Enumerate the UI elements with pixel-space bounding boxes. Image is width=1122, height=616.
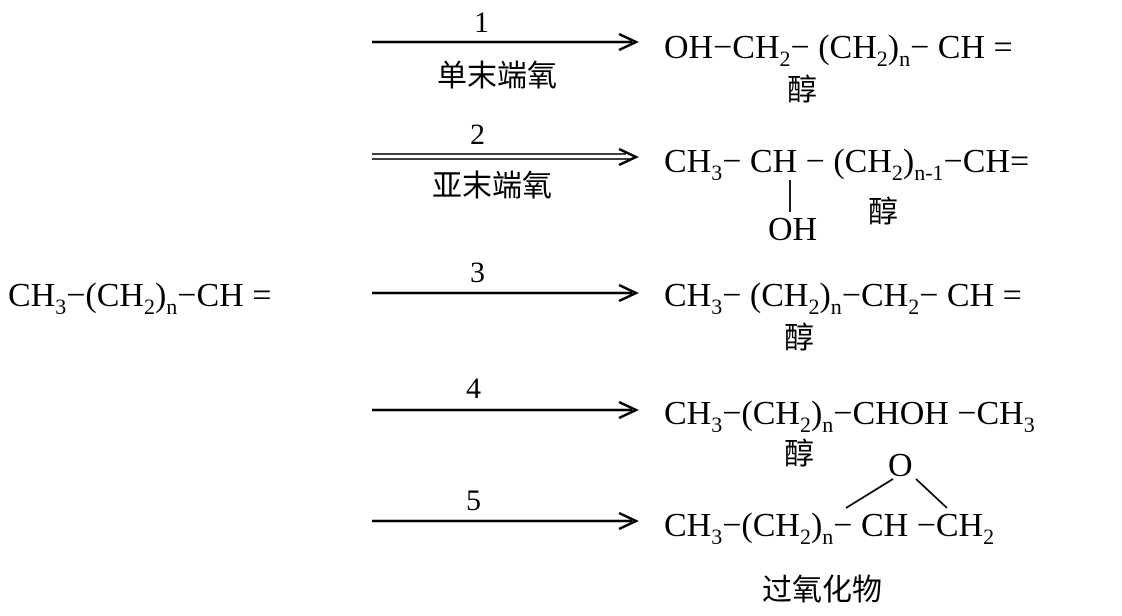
epoxide-oxygen: O bbox=[888, 447, 913, 484]
arrowhead-1 bbox=[618, 32, 639, 52]
epoxide-bond-right bbox=[915, 478, 948, 509]
product-formula-1: OH−CH2− (CH2)n− CH = bbox=[664, 29, 1013, 71]
product-class-1: 醇 bbox=[787, 73, 817, 108]
hydroxyl-group: OH bbox=[768, 211, 817, 248]
arrowhead-5 bbox=[618, 511, 639, 531]
product-formula-4: CH3−(CH2)n−CHOH −CH3 bbox=[664, 395, 1035, 437]
product-formula-3: CH3− (CH2)n−CH2− CH = bbox=[664, 277, 1022, 319]
product-formula-5: CH3−(CH2)n− CH −CH2 bbox=[664, 507, 994, 549]
reactant-formula: CH3−(CH2)n−CH = bbox=[8, 277, 271, 319]
product-class-5: 过氧化物 bbox=[762, 573, 882, 608]
pathway-1: 1 单末端氧 OH−CH2− (CH2)n− CH = 醇 bbox=[372, 6, 1013, 108]
step-number-2: 2 bbox=[470, 118, 485, 151]
pathway-5: 5 O CH3−(CH2)n− CH −CH2 过氧化物 bbox=[372, 447, 994, 608]
epoxide-bond-left bbox=[845, 478, 894, 509]
pathway-3: 3 CH3− (CH2)n−CH2− CH = 醇 bbox=[372, 256, 1022, 356]
product-class-2: 醇 bbox=[868, 195, 898, 230]
product-class-3: 醇 bbox=[784, 321, 814, 356]
arrowhead-4 bbox=[618, 400, 639, 420]
arrowhead-2 bbox=[618, 147, 639, 167]
step-label-2: 亚末端氧 bbox=[432, 169, 552, 204]
step-number-4: 4 bbox=[466, 372, 481, 405]
product-formula-2: CH3− CH − (CH2)n-1−CH= bbox=[664, 143, 1029, 185]
step-number-5: 5 bbox=[466, 484, 481, 517]
step-number-1: 1 bbox=[474, 6, 489, 39]
step-label-1: 单末端氧 bbox=[437, 59, 557, 94]
step-number-3: 3 bbox=[470, 256, 485, 289]
pathway-2: 2 亚末端氧 CH3− CH − (CH2)n-1−CH= OH 醇 bbox=[372, 118, 1029, 248]
pathway-4: 4 CH3−(CH2)n−CHOH −CH3 醇 bbox=[372, 372, 1035, 472]
product-class-4: 醇 bbox=[784, 437, 814, 472]
arrowhead-3 bbox=[618, 283, 639, 303]
